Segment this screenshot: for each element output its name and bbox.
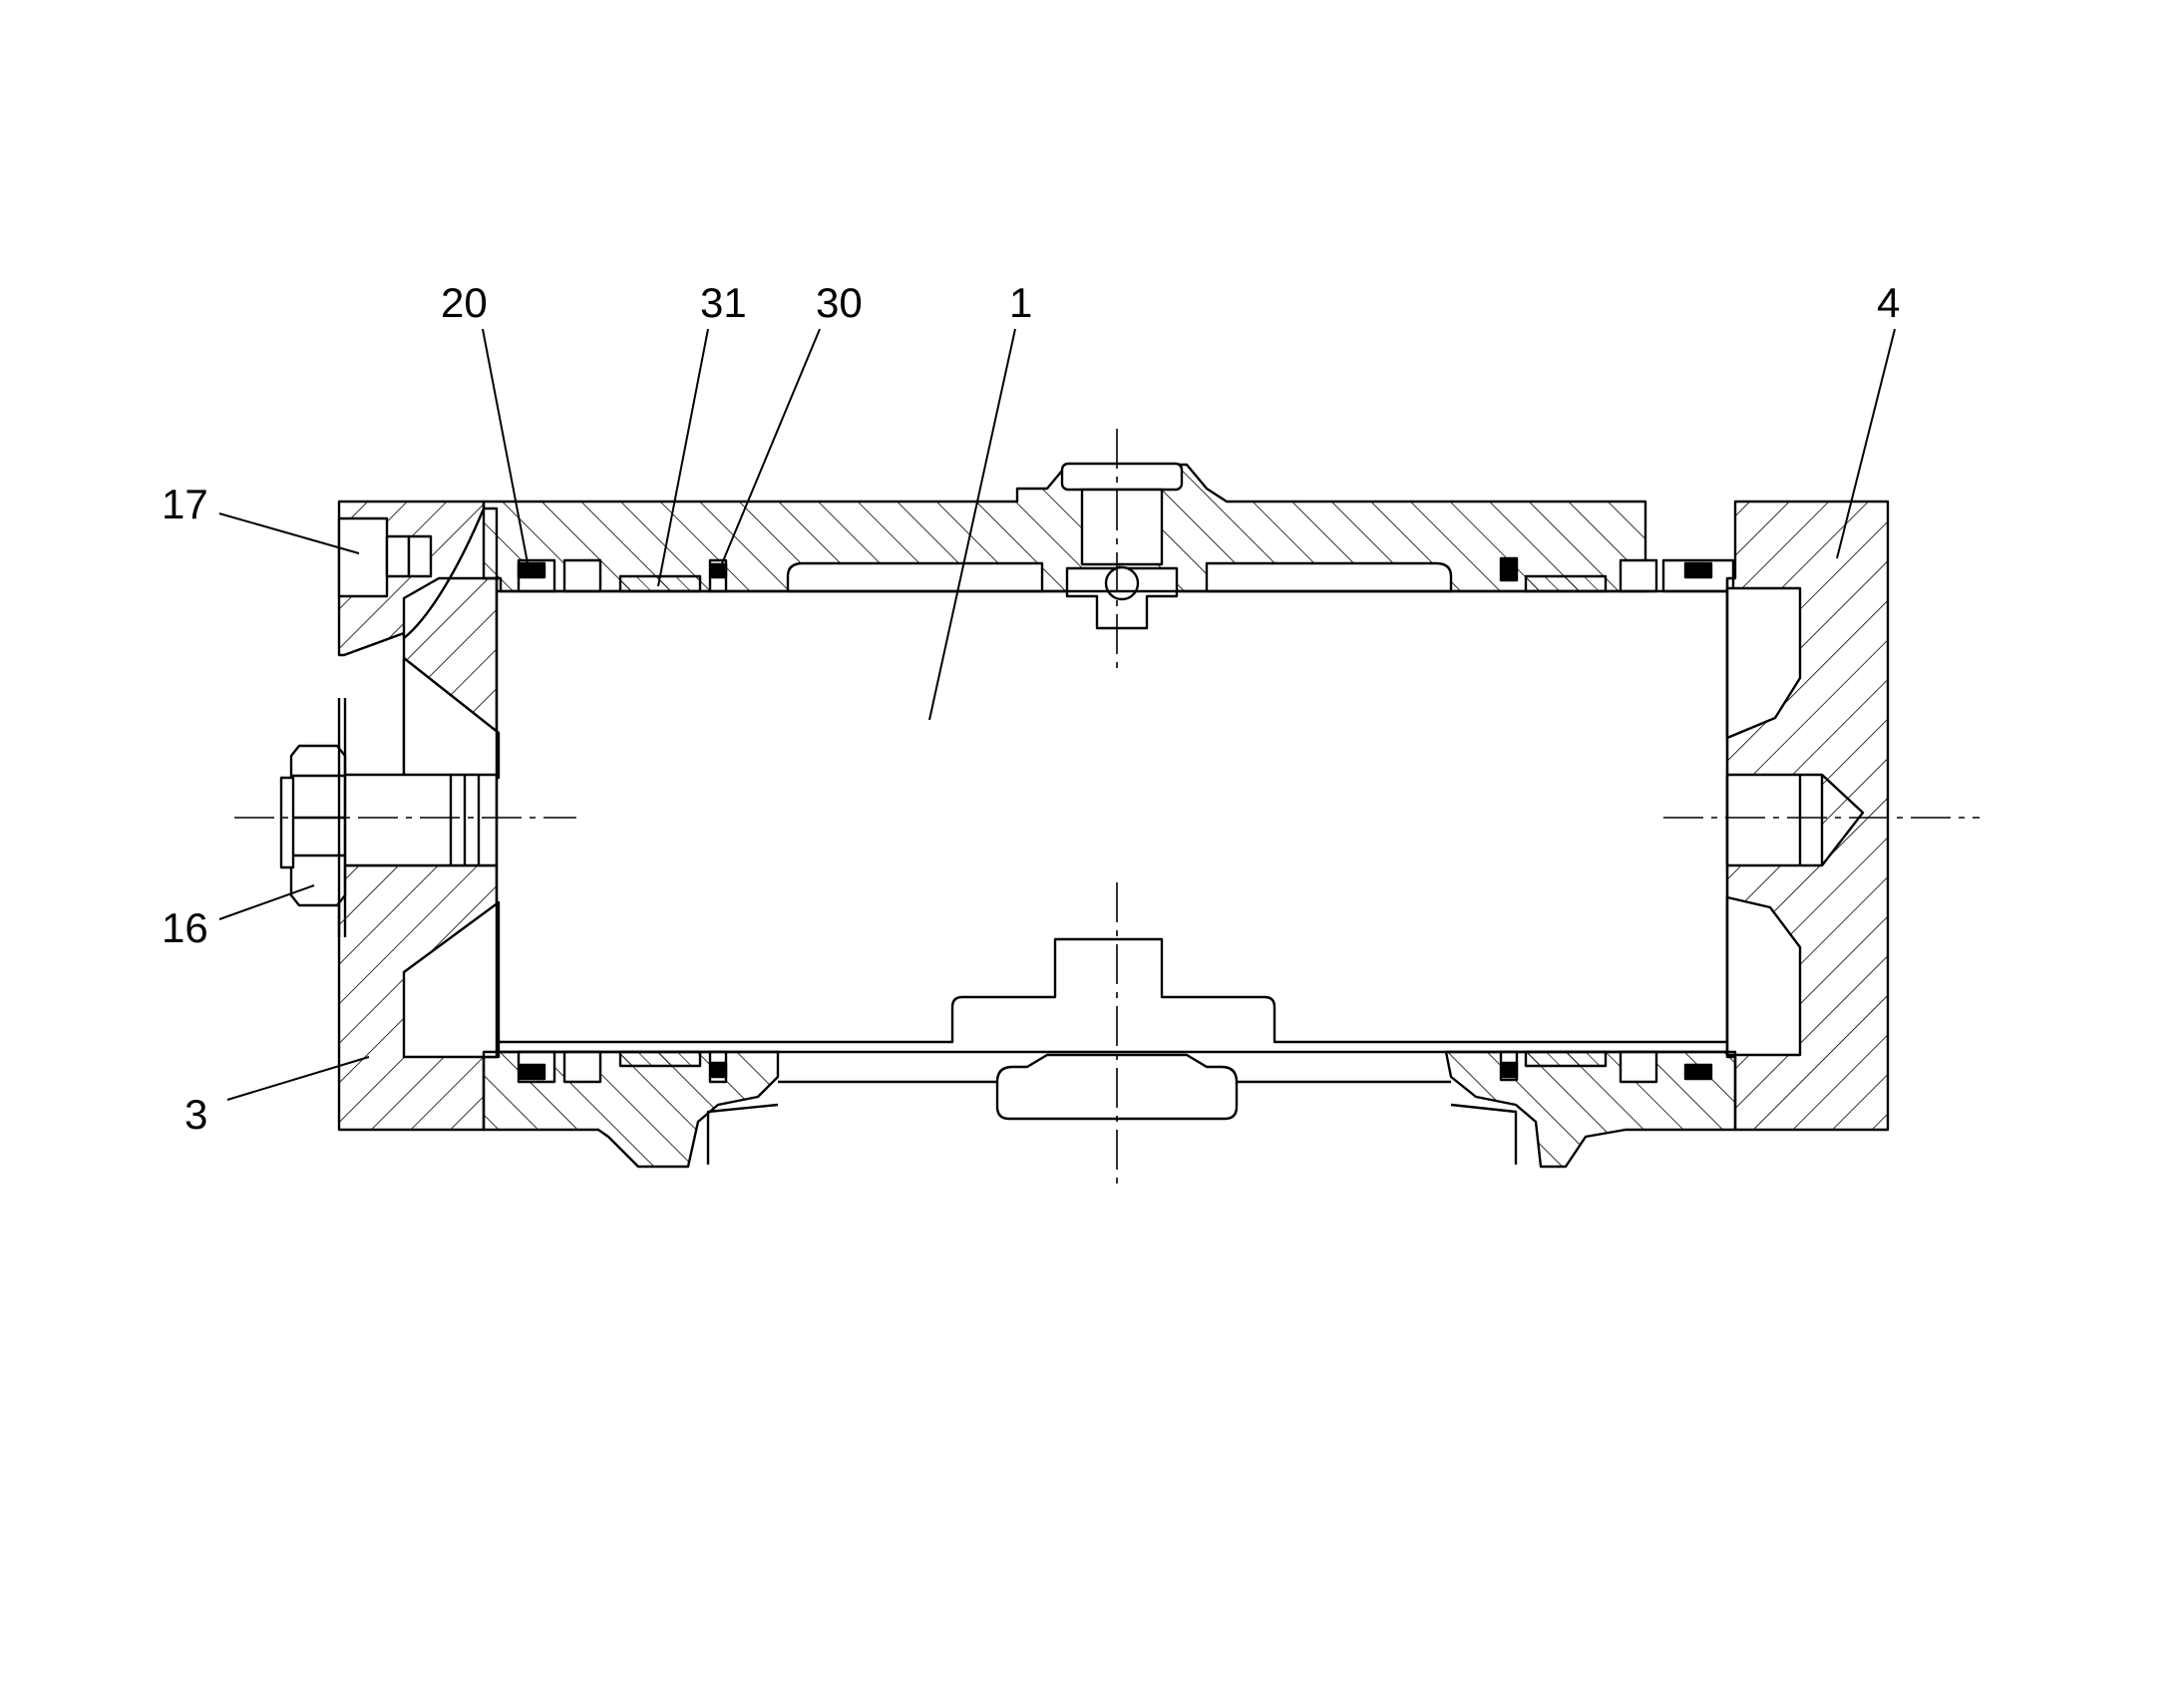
- label-3: 3: [184, 1091, 207, 1138]
- label-30: 30: [816, 279, 863, 326]
- nut-body: [289, 744, 347, 907]
- port-plug: [337, 516, 389, 598]
- label-31: 31: [700, 279, 747, 326]
- label-1: 1: [1009, 279, 1032, 326]
- label-17: 17: [162, 481, 208, 527]
- label-16: 16: [162, 904, 208, 951]
- left-end-cap: [337, 500, 501, 1132]
- barrel-top-right: [1205, 556, 1735, 593]
- seal-20: [517, 561, 546, 579]
- right-end-cap: [1725, 500, 1890, 1132]
- seal-30: [710, 562, 728, 579]
- center-lines: [234, 429, 1980, 1192]
- leader-lines: [218, 328, 1896, 1101]
- left-cap-pocket-upper: [402, 656, 501, 780]
- reference-labels: 20 31 30 1 4 17 16 3: [162, 279, 1900, 1138]
- wear-ring-right: [1524, 574, 1608, 593]
- label-4: 4: [1877, 279, 1900, 326]
- left-cap-bore: [337, 773, 499, 867]
- barrel-bottom-right: [1444, 1050, 1737, 1169]
- label-20: 20: [441, 279, 488, 326]
- barrel-top-left: [482, 463, 1647, 593]
